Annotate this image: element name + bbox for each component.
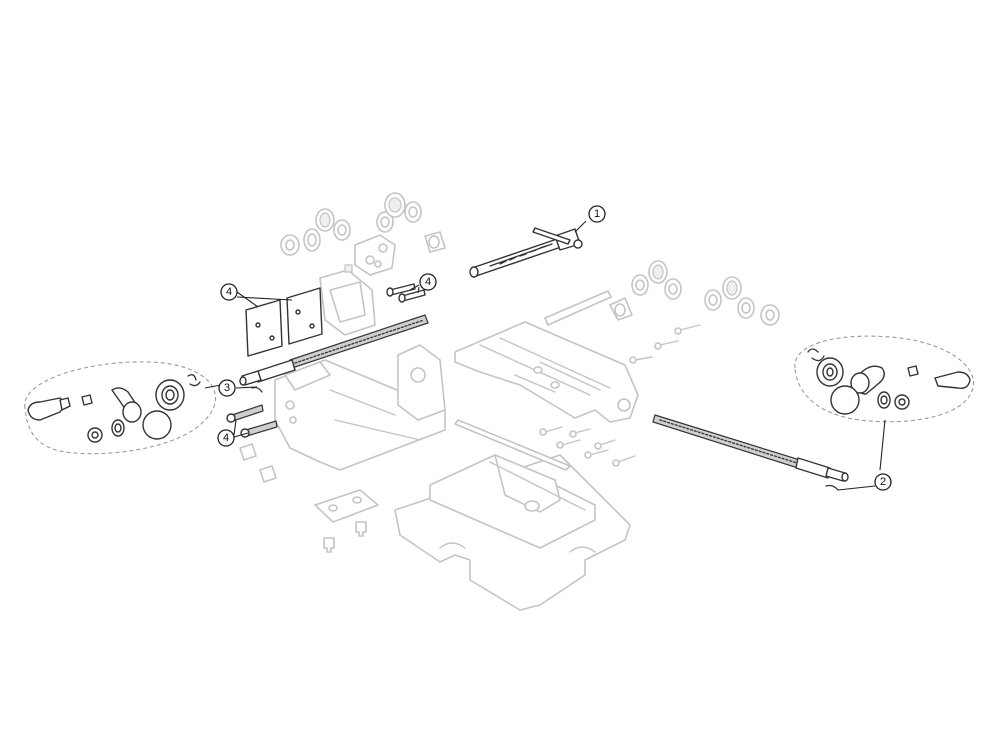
cap-screws-right — [539, 324, 701, 467]
part-1-adjusting-screw[interactable] — [469, 227, 583, 278]
part-4-screws-upper[interactable] — [386, 283, 426, 303]
leader-lines — [204, 220, 886, 491]
bracket-plate — [354, 234, 396, 276]
sliding-carriage — [454, 321, 639, 423]
callout-3-label: 3 — [224, 382, 230, 394]
guide-bar — [454, 419, 571, 471]
thrust-washers-left — [280, 192, 446, 256]
right-handle-assembly[interactable] — [794, 335, 975, 423]
left-assembly-outline — [24, 361, 216, 455]
part-2-lead-screw[interactable] — [652, 414, 849, 491]
fixed-jaw-body — [274, 344, 446, 471]
left-handle-assembly[interactable] — [24, 361, 216, 455]
callout-3: 3 — [218, 379, 236, 397]
movable-jaw-block — [319, 264, 376, 336]
callout-4b-label: 4 — [425, 276, 431, 288]
callout-4-jaw-plates: 4 — [220, 283, 238, 301]
callout-1: 1 — [588, 205, 606, 223]
callout-1-label: 1 — [594, 208, 600, 220]
callout-2-label: 2 — [880, 476, 886, 488]
callout-2: 2 — [874, 473, 892, 491]
callout-4-left-screws: 4 — [217, 429, 235, 447]
ghost-parts — [239, 192, 780, 611]
set-screws-left — [239, 443, 277, 483]
callout-4a-label: 4 — [226, 286, 232, 298]
callout-4c-label: 4 — [223, 432, 229, 444]
thrust-washers-right — [609, 260, 780, 326]
clamp-plate — [314, 489, 379, 553]
base-plate — [394, 454, 631, 611]
part-4-jaw-plates[interactable] — [245, 287, 323, 357]
highlighted-parts — [24, 227, 975, 491]
gib-strip — [544, 290, 612, 326]
part-3-lead-screw[interactable] — [239, 314, 429, 393]
part-4-screws-left[interactable] — [226, 404, 278, 438]
right-assembly-outline — [794, 335, 975, 423]
callout-4-upper-screws: 4 — [419, 273, 437, 291]
